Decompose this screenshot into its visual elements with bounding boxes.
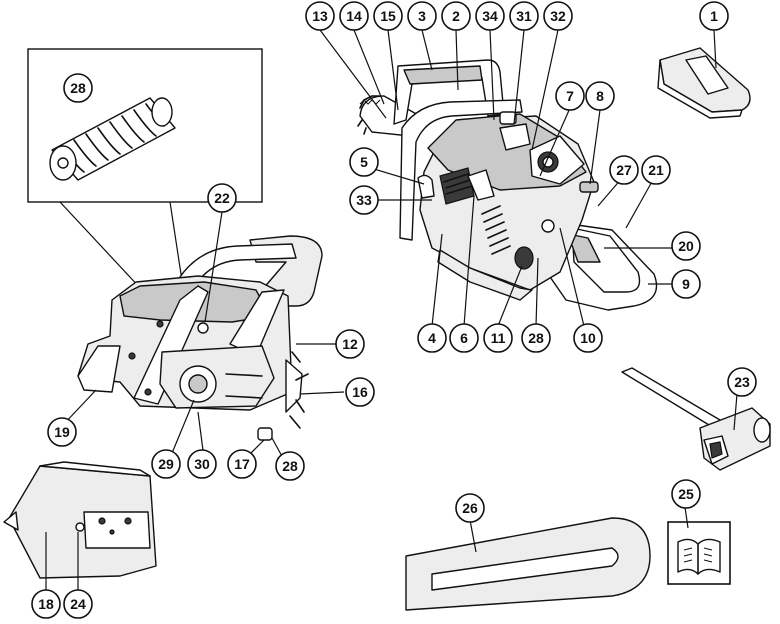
callout-20: 20 xyxy=(671,231,701,261)
callout-label: 17 xyxy=(234,456,250,472)
callout-12: 12 xyxy=(335,329,365,359)
callout-28-inset: 28 xyxy=(63,73,93,103)
callout-29: 29 xyxy=(151,449,181,479)
callout-label: 5 xyxy=(360,154,368,170)
callout-label: 33 xyxy=(356,192,372,208)
callout-label: 27 xyxy=(616,162,632,178)
callout-26: 26 xyxy=(455,493,485,523)
callout-31: 31 xyxy=(509,1,539,31)
callout-28-side: 28 xyxy=(275,451,305,481)
callout-label: 16 xyxy=(352,384,368,400)
callout-label: 21 xyxy=(648,162,664,178)
callout-label: 10 xyxy=(580,330,596,346)
callout-8: 8 xyxy=(585,81,615,111)
callout-label: 29 xyxy=(158,456,174,472)
operators-manual-part xyxy=(667,521,731,585)
callout-13: 13 xyxy=(305,1,335,31)
callout-label: 9 xyxy=(682,276,690,292)
callout-34: 34 xyxy=(475,1,505,31)
callout-7: 7 xyxy=(555,81,585,111)
cylinder-cover-part xyxy=(657,47,751,119)
callout-27: 27 xyxy=(609,155,639,185)
callout-14: 14 xyxy=(339,1,369,31)
callout-30: 30 xyxy=(187,449,217,479)
callout-4: 4 xyxy=(417,323,447,353)
combination-spanner-part xyxy=(621,367,771,471)
callout-label: 28 xyxy=(528,330,544,346)
callout-16: 16 xyxy=(345,377,375,407)
callout-label: 15 xyxy=(380,8,396,24)
callout-label: 3 xyxy=(418,8,426,24)
anti-vibration-spring xyxy=(49,97,176,181)
inset-spring-detail xyxy=(27,48,263,321)
bar-cover-part xyxy=(405,517,651,611)
callout-label: 2 xyxy=(452,8,460,24)
callout-15: 15 xyxy=(373,1,403,31)
callout-22: 22 xyxy=(207,183,237,213)
callout-label: 1 xyxy=(710,8,718,24)
callout-label: 34 xyxy=(482,8,498,24)
callout-label: 11 xyxy=(491,330,506,346)
clutch-cover-part xyxy=(3,461,157,579)
callout-28-main: 28 xyxy=(521,323,551,353)
callout-18: 18 xyxy=(31,589,61,619)
callout-19: 19 xyxy=(47,417,77,447)
callout-21: 21 xyxy=(641,155,671,185)
callout-label: 6 xyxy=(460,330,468,346)
callout-1: 1 xyxy=(699,1,729,31)
callout-label: 14 xyxy=(346,8,362,24)
callout-32: 32 xyxy=(543,1,573,31)
callout-17: 17 xyxy=(227,449,257,479)
callout-6: 6 xyxy=(449,323,479,353)
callout-11: 11 xyxy=(483,323,513,353)
callout-label: 4 xyxy=(428,330,436,346)
callout-24: 24 xyxy=(63,589,93,619)
callout-label: 26 xyxy=(462,500,478,516)
chainsaw-main-view xyxy=(357,59,658,311)
callout-label: 20 xyxy=(678,238,694,254)
chainsaw-side-view xyxy=(77,235,323,441)
callout-label: 30 xyxy=(194,456,210,472)
callout-23: 23 xyxy=(727,367,757,397)
callout-label: 32 xyxy=(550,8,566,24)
callout-label: 18 xyxy=(38,596,54,612)
callout-2: 2 xyxy=(441,1,471,31)
callout-label: 19 xyxy=(54,424,70,440)
callout-label: 25 xyxy=(678,486,694,502)
callout-label: 28 xyxy=(70,80,86,96)
callout-label: 12 xyxy=(342,336,358,352)
callout-33: 33 xyxy=(349,185,379,215)
callout-label: 23 xyxy=(734,374,750,390)
callout-25: 25 xyxy=(671,479,701,509)
callout-label: 28 xyxy=(282,458,298,474)
callout-label: 31 xyxy=(516,8,532,24)
callout-label: 13 xyxy=(312,8,328,24)
callout-3: 3 xyxy=(407,1,437,31)
callout-label: 22 xyxy=(214,190,230,206)
callout-9: 9 xyxy=(671,269,701,299)
leader-lines xyxy=(45,29,739,596)
callout-label: 8 xyxy=(596,88,604,104)
callout-10: 10 xyxy=(573,323,603,353)
callout-5: 5 xyxy=(349,147,379,177)
callout-label: 7 xyxy=(566,88,574,104)
callout-label: 24 xyxy=(70,596,86,612)
